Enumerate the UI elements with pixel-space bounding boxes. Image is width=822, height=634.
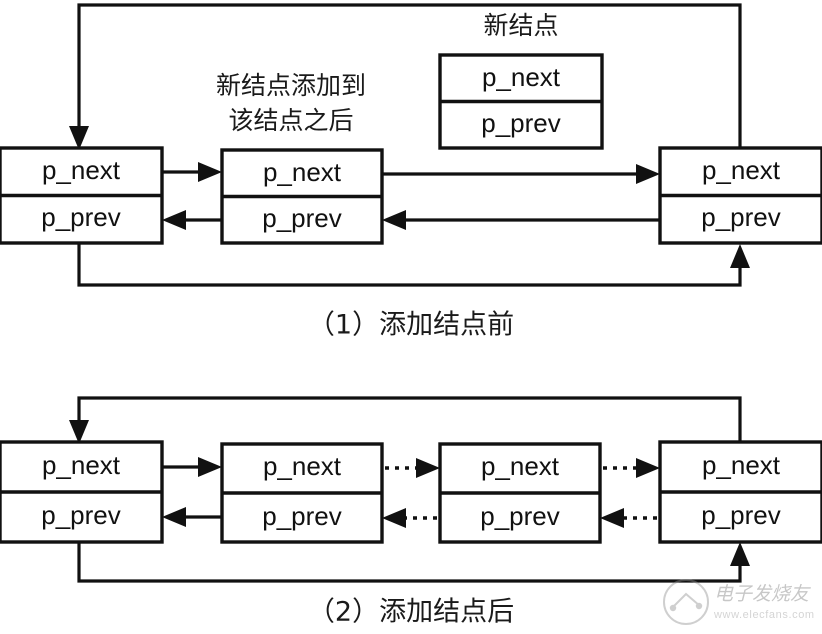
prev-arrow-before-3-to-2 (382, 210, 660, 230)
annotation-line-1: 新结点添加到 (216, 71, 366, 100)
prev-arrow-after-4-to-3 (600, 508, 657, 528)
node-after-2-next-label: p_next (263, 451, 342, 481)
node-before-3: p_next p_prev (658, 146, 822, 245)
new-node-next-label: p_next (482, 62, 561, 92)
node-after-4-next-label: p_next (702, 450, 781, 480)
top-loop-arrow-after (69, 396, 742, 444)
node-before-2-next-label: p_next (263, 157, 342, 187)
new-node-label: 新结点 (483, 11, 558, 40)
prev-arrow-after-2-to-1 (162, 507, 222, 527)
node-after-3-prev-label: p_prev (480, 501, 560, 531)
next-arrow-before-1-to-2 (162, 162, 222, 182)
node-before-3-prev-label: p_prev (701, 202, 781, 232)
node-after-1-prev-label: p_prev (41, 500, 121, 530)
annotation-line-2: 该结点之后 (228, 106, 353, 135)
node-after-4-prev-label: p_prev (701, 500, 781, 530)
next-arrow-after-1-to-2 (162, 457, 222, 477)
bottom-loop-arrow-after (77, 542, 750, 583)
new-node-box: p_next p_prev (438, 53, 604, 150)
next-arrow-after-3-to-4 (603, 458, 660, 478)
node-after-3: p_next p_prev (438, 442, 602, 544)
next-arrow-before-2-to-3 (382, 164, 660, 184)
section-before: 新结点添加到 该结点之后 新结点 p_next p_prev p_next p_… (0, 3, 822, 341)
node-before-3-next-label: p_next (702, 155, 781, 185)
section-after: p_next p_prev p_next p_prev p_next p_pre… (0, 396, 822, 628)
node-before-1: p_next p_prev (0, 146, 164, 245)
caption-before: （1）添加结点前 (308, 310, 514, 341)
node-after-4: p_next p_prev (658, 440, 822, 544)
caption-after: （2）添加结点后 (308, 597, 514, 628)
next-arrow-after-2-to-3 (385, 458, 440, 478)
node-before-1-next-label: p_next (42, 155, 121, 185)
prev-arrow-after-3-to-2 (382, 508, 437, 528)
node-before-2-prev-label: p_prev (262, 203, 342, 233)
node-before-2: p_next p_prev (220, 148, 384, 245)
node-after-2: p_next p_prev (220, 442, 384, 544)
node-after-2-prev-label: p_prev (262, 501, 342, 531)
bottom-loop-arrow-before (77, 243, 750, 287)
node-after-1: p_next p_prev (0, 440, 164, 544)
prev-arrow-before-2-to-1 (162, 210, 222, 230)
node-after-1-next-label: p_next (42, 450, 121, 480)
new-node-prev-label: p_prev (481, 108, 561, 138)
node-before-1-prev-label: p_prev (41, 202, 121, 232)
top-loop-arrow-before (69, 3, 742, 150)
node-after-3-next-label: p_next (481, 451, 560, 481)
